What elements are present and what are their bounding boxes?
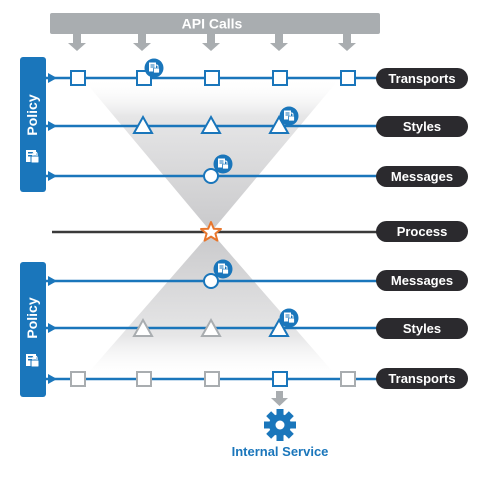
message-node-top [203, 168, 219, 184]
policy-lock-icon [144, 58, 164, 78]
style-node-inactive [200, 317, 222, 337]
label-messages-top: Messages [376, 166, 468, 187]
transport-node [272, 371, 288, 387]
label-styles-bottom: Styles [376, 318, 468, 339]
policy-lock-icon [213, 154, 233, 174]
layer-labels: Transports Styles Messages Process Messa… [376, 68, 468, 389]
funnel-bottom [82, 232, 340, 380]
style-node [132, 114, 154, 134]
policy-bottom-label: Policy [24, 297, 40, 338]
policy-badges [144, 58, 299, 328]
label-text: Messages [391, 169, 453, 184]
label-transports-bottom: Transports [376, 368, 468, 389]
label-messages-bottom: Messages [376, 270, 468, 291]
api-call-arrows [68, 34, 356, 51]
styles-top-nodes [132, 114, 290, 134]
policy-bar-bottom[interactable]: Policy [20, 262, 46, 397]
policy-arrows [48, 73, 57, 384]
style-node [200, 114, 222, 134]
label-styles-top: Styles [376, 116, 468, 137]
api-calls-title: API Calls [182, 16, 243, 32]
label-text: Process [397, 224, 448, 239]
message-node-bottom [203, 273, 219, 289]
policy-bar-top[interactable]: Policy [20, 57, 46, 192]
policy-lock-icon [213, 259, 233, 279]
policy-lock-icon [279, 308, 299, 328]
internal-service-label: Internal Service [232, 444, 329, 459]
style-node-inactive [132, 317, 154, 337]
transports-top-nodes [70, 70, 356, 86]
transport-node-inactive [340, 371, 356, 387]
label-text: Styles [403, 321, 441, 336]
label-text: Messages [391, 273, 453, 288]
styles-bottom-nodes [132, 317, 290, 337]
process-star [200, 221, 222, 242]
service-down-arrow [271, 391, 288, 406]
policy-lock-icon [279, 106, 299, 126]
transport-node-inactive [136, 371, 152, 387]
policy-top-lock-icon [26, 150, 40, 164]
transport-node-inactive [204, 371, 220, 387]
label-process: Process [376, 221, 468, 242]
label-text: Transports [388, 71, 455, 86]
transport-node [70, 70, 86, 86]
transport-node-inactive [70, 371, 86, 387]
gear-icon [264, 409, 296, 441]
transport-node [340, 70, 356, 86]
label-text: Transports [388, 371, 455, 386]
funnel-top [82, 78, 340, 232]
transports-bottom-nodes [70, 371, 356, 387]
transport-node [204, 70, 220, 86]
policy-bottom-lock-icon [26, 354, 40, 368]
policy-top-label: Policy [24, 94, 40, 135]
style-node [268, 317, 290, 337]
style-node [268, 114, 290, 134]
transport-node [272, 70, 288, 86]
label-text: Styles [403, 119, 441, 134]
label-transports-top: Transports [376, 68, 468, 89]
api-calls-header: API Calls [50, 13, 380, 51]
